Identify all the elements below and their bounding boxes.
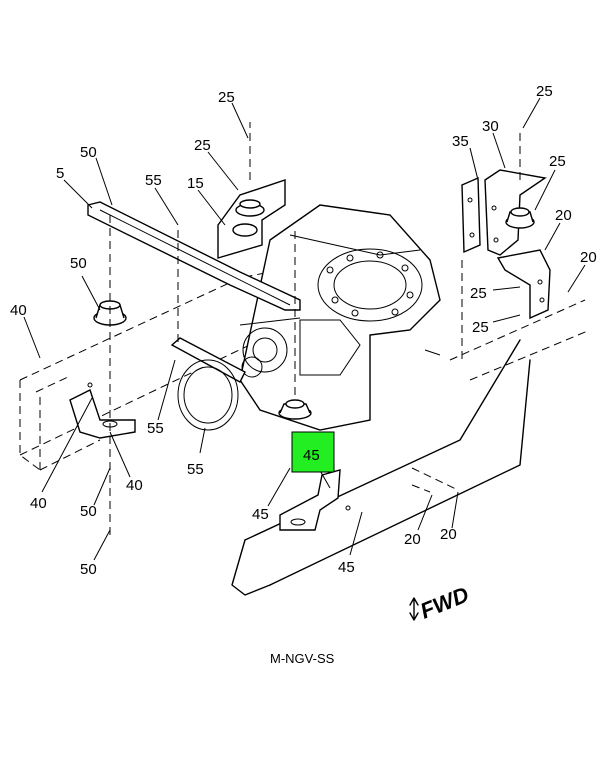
callout-25-right: 25 <box>549 153 566 170</box>
crossmember <box>87 201 301 311</box>
callout-45-bottom: 45 <box>338 559 355 576</box>
callout-25-lower-right: 25 <box>472 319 489 336</box>
upper-insulator-right <box>505 207 535 229</box>
strap-ring <box>170 337 246 431</box>
callout-55-bottom: 55 <box>187 461 204 478</box>
fwd-indicator: FWD <box>409 582 473 624</box>
figure-caption: M-NGV-SS <box>270 651 335 666</box>
callout-45-left: 45 <box>252 506 269 523</box>
fwd-label: FWD <box>417 582 473 624</box>
callout-labels: 25 25 25 25 25 25 30 35 50 5 55 15 50 20… <box>10 83 597 578</box>
callout-20-bottom-right: 20 <box>440 526 457 543</box>
front-insulator <box>278 399 312 420</box>
callout-30: 30 <box>482 118 499 135</box>
rear-mount-bracket <box>217 179 286 259</box>
callout-40-bottom: 40 <box>126 477 143 494</box>
lower-bracket <box>69 382 136 439</box>
callout-55-left: 55 <box>147 420 164 437</box>
callout-25-mid-right: 25 <box>470 285 487 302</box>
side-bracket-20 <box>496 249 551 320</box>
callout-35: 35 <box>452 133 469 150</box>
callout-20-right: 20 <box>580 249 597 266</box>
leader-lines <box>109 122 521 540</box>
front-bracket <box>279 469 351 531</box>
callout-40-left: 40 <box>10 302 27 319</box>
fwd-arrow-icon <box>409 597 419 621</box>
callout-25-top: 25 <box>218 89 235 106</box>
callout-20-upper: 20 <box>555 207 572 224</box>
callout-25-top-right: 25 <box>536 83 553 100</box>
callout-50-lowest: 50 <box>80 561 97 578</box>
callout-5: 5 <box>56 165 64 182</box>
callout-55-top: 55 <box>145 172 162 189</box>
callout-50-bottom: 50 <box>80 503 97 520</box>
pointer-lines <box>23 97 586 561</box>
callout-25-upper-left: 25 <box>194 137 211 154</box>
transmission-housing <box>239 204 441 431</box>
callout-40-bottom-left: 40 <box>30 495 47 512</box>
callout-15: 15 <box>187 175 204 192</box>
highlight-box[interactable] <box>291 431 335 473</box>
side-bracket-35 <box>461 176 481 254</box>
callout-50-top: 50 <box>80 144 97 161</box>
callout-45-highlighted[interactable]: 45 <box>303 447 320 464</box>
callout-20-bottom-left: 20 <box>404 531 421 548</box>
callout-50-left: 50 <box>70 255 87 272</box>
